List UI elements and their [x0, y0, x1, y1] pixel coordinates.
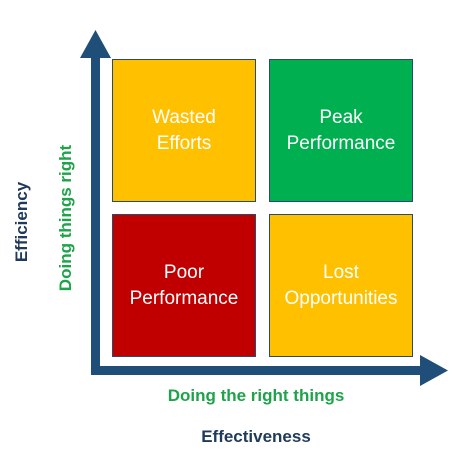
quadrant-label-line2: Performance — [129, 287, 239, 309]
x-axis-arrow-icon — [420, 355, 448, 386]
y-axis-subtitle: Doing things right — [56, 144, 75, 292]
x-axis-line — [91, 366, 436, 375]
quadrant-poor-performance: Poor Performance — [112, 214, 256, 357]
quadrant-label-line1: Lost — [323, 261, 359, 283]
x-axis-title: Effectiveness — [201, 427, 311, 446]
quadrant-label-line2: Efforts — [156, 132, 212, 154]
quadrant-label-line1: Peak — [319, 106, 363, 128]
quadrant-label-line2: Performance — [286, 132, 396, 154]
quadrant-wasted-efforts: Wasted Efforts — [112, 59, 256, 202]
y-axis-arrow-icon — [80, 30, 111, 58]
quadrant-lost-opportunities: Lost Opportunities — [269, 214, 413, 357]
quadrant-label-line1: Wasted — [152, 106, 216, 128]
quadrant-label-line1: Poor — [163, 261, 205, 283]
x-axis-subtitle: Doing the right things — [167, 386, 345, 405]
y-axis-line — [91, 50, 100, 375]
y-axis-title: Efficiency — [12, 181, 31, 263]
quadrant-peak-performance: Peak Performance — [269, 59, 413, 202]
quadrant-label-line2: Opportunities — [284, 287, 398, 309]
